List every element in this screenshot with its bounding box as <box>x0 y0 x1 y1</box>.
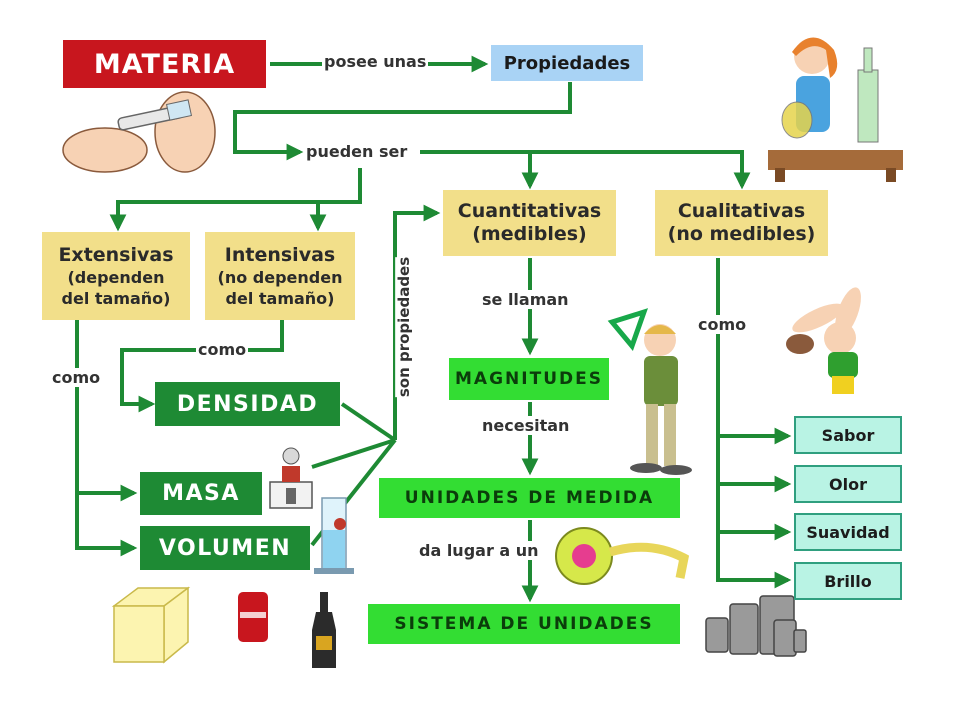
scientist-lab-icon <box>768 37 903 182</box>
node-masa-label: MASA <box>162 481 240 506</box>
edge-pueden-intensivas <box>309 200 360 232</box>
node-cuantitativas-title: Cuantitativas <box>457 200 602 222</box>
node-cuantitativas-sub: (medibles) <box>472 223 587 245</box>
node-magnitudes-label: MAGNITUDES <box>455 369 603 389</box>
node-olor: Olor <box>794 465 902 503</box>
node-magnitudes: MAGNITUDES <box>449 358 609 400</box>
edge-intensivas-densidad <box>120 320 284 413</box>
link-como-intensivas: como <box>196 340 249 359</box>
tape-measure-icon <box>555 527 690 585</box>
balance-scale-icon <box>269 447 313 509</box>
rabbit-smelling-icon <box>786 287 861 394</box>
node-cualitativas: Cualitativas (no medibles) <box>655 190 828 256</box>
link-se-llaman: se llaman <box>480 290 571 309</box>
node-densidad: DENSIDAD <box>155 382 340 426</box>
node-masa: MASA <box>140 472 262 515</box>
node-suavidad: Suavidad <box>794 513 902 551</box>
boy-set-square-icon <box>607 308 692 475</box>
link-posee-unas: posee unas <box>322 52 429 71</box>
node-extensivas-line1: (dependen <box>67 267 165 287</box>
link-necesitan: necesitan <box>480 416 572 435</box>
edge-cuali-trunk <box>716 258 792 589</box>
edge-pueden-cuali <box>420 150 751 190</box>
node-sabor: Sabor <box>794 416 902 454</box>
node-brillo-label: Brillo <box>824 571 872 591</box>
link-como-cualitativas: como <box>696 315 749 334</box>
link-da-lugar: da lugar a un <box>417 541 541 560</box>
node-intensivas-line1: (no dependen <box>217 267 343 287</box>
node-cualitativas-title: Cualitativas <box>677 200 806 222</box>
node-olor-label: Olor <box>829 474 867 494</box>
node-suavidad-label: Suavidad <box>806 522 890 542</box>
node-cualitativas-sub: (no medibles) <box>667 223 816 245</box>
node-sabor-label: Sabor <box>821 425 875 445</box>
node-propiedades: Propiedades <box>491 45 643 81</box>
node-sistema-label: SISTEMA DE UNIDADES <box>394 614 654 634</box>
node-volumen-label: VOLUMEN <box>158 535 292 561</box>
node-materia-label: MATERIA <box>93 48 236 80</box>
weights-icon <box>705 595 807 657</box>
edge-propiedades-pueden <box>233 82 572 161</box>
link-como-extensivas: como <box>50 368 103 387</box>
edge-son-propiedades <box>393 204 441 440</box>
node-unidades-label: UNIDADES DE MEDIDA <box>404 488 655 508</box>
bottle-icon <box>312 592 336 668</box>
node-intensivas-line2: del tamaño) <box>225 288 335 308</box>
node-sistema: SISTEMA DE UNIDADES <box>368 604 680 644</box>
node-densidad-label: DENSIDAD <box>176 391 319 417</box>
node-unidades: UNIDADES DE MEDIDA <box>379 478 680 518</box>
soda-can-icon <box>238 592 268 642</box>
cube-icon <box>111 586 191 664</box>
link-son-propiedades: son propiedades <box>395 256 414 398</box>
node-brillo: Brillo <box>794 562 902 600</box>
node-propiedades-label: Propiedades <box>503 52 631 74</box>
node-extensivas-line2: del tamaño) <box>61 288 171 308</box>
node-volumen: VOLUMEN <box>140 526 310 570</box>
node-cuantitativas: Cuantitativas (medibles) <box>443 190 616 256</box>
node-extensivas-title: Extensivas <box>58 243 174 266</box>
link-pueden-ser: pueden ser <box>304 142 410 161</box>
node-extensivas: Extensivas (dependen del tamaño) <box>42 232 190 320</box>
edge-pueden-extensivas <box>109 168 362 232</box>
syringe-hands-icon <box>62 91 216 173</box>
node-intensivas: Intensivas (no dependen del tamaño) <box>205 232 355 320</box>
graduated-cylinder-icon <box>314 497 354 574</box>
node-materia: MATERIA <box>63 40 266 88</box>
edge-extensivas-masa <box>75 320 138 557</box>
node-intensivas-title: Intensivas <box>224 243 336 266</box>
